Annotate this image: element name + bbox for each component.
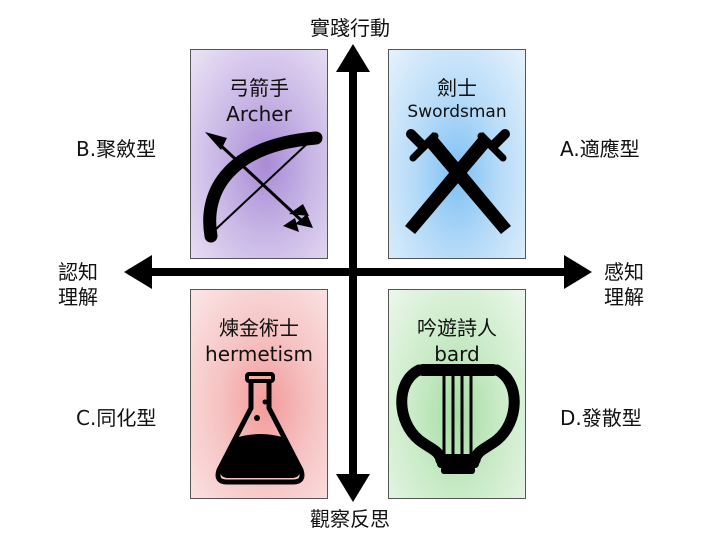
type-label-b: B.聚斂型 — [76, 137, 157, 161]
arrow-left-icon — [124, 255, 152, 289]
type-label-d: D.發散型 — [560, 406, 642, 430]
arrow-right-icon — [564, 255, 592, 289]
card-bard-title-en: bard — [434, 342, 480, 366]
axis-label-bottom: 觀察反思 — [310, 507, 390, 531]
axis-label-top: 實踐行動 — [310, 16, 390, 40]
card-alchemist-title-en: hermetism — [205, 342, 313, 366]
card-swordsman-title-zh: 劍士 — [437, 76, 477, 100]
card-swordsman-title-en: Swordsman — [407, 102, 507, 122]
axis-label-right-line1: 感知 — [604, 260, 644, 284]
axis-label-right: 感知 理解 — [604, 260, 644, 310]
card-bard-title-zh: 吟遊詩人 — [417, 316, 497, 340]
flask-icon — [215, 372, 305, 485]
crossed-swords-icon — [405, 129, 511, 234]
card-archer-title-en: Archer — [226, 102, 292, 126]
card-archer-title-zh: 弓箭手 — [229, 76, 289, 100]
card-archer: 弓箭手 Archer — [190, 49, 328, 259]
arrow-up-icon — [336, 44, 370, 72]
arrow-down-icon — [336, 474, 370, 502]
card-swordsman: 劍士 Swordsman — [388, 49, 526, 259]
axis-label-right-line2: 理解 — [604, 285, 644, 309]
type-label-c: C.同化型 — [76, 406, 157, 430]
card-bard: 吟遊詩人 bard — [388, 289, 526, 499]
card-alchemist-title-zh: 煉金術士 — [219, 316, 299, 340]
bow-and-arrow-icon — [203, 131, 323, 243]
lyre-icon — [396, 364, 520, 474]
type-label-a: A.適應型 — [560, 137, 640, 161]
card-alchemist: 煉金術士 hermetism — [190, 289, 328, 499]
axis-label-left: 認知 理解 — [58, 260, 98, 310]
axis-label-left-line1: 認知 — [58, 260, 98, 284]
axis-label-left-line2: 理解 — [58, 285, 98, 309]
